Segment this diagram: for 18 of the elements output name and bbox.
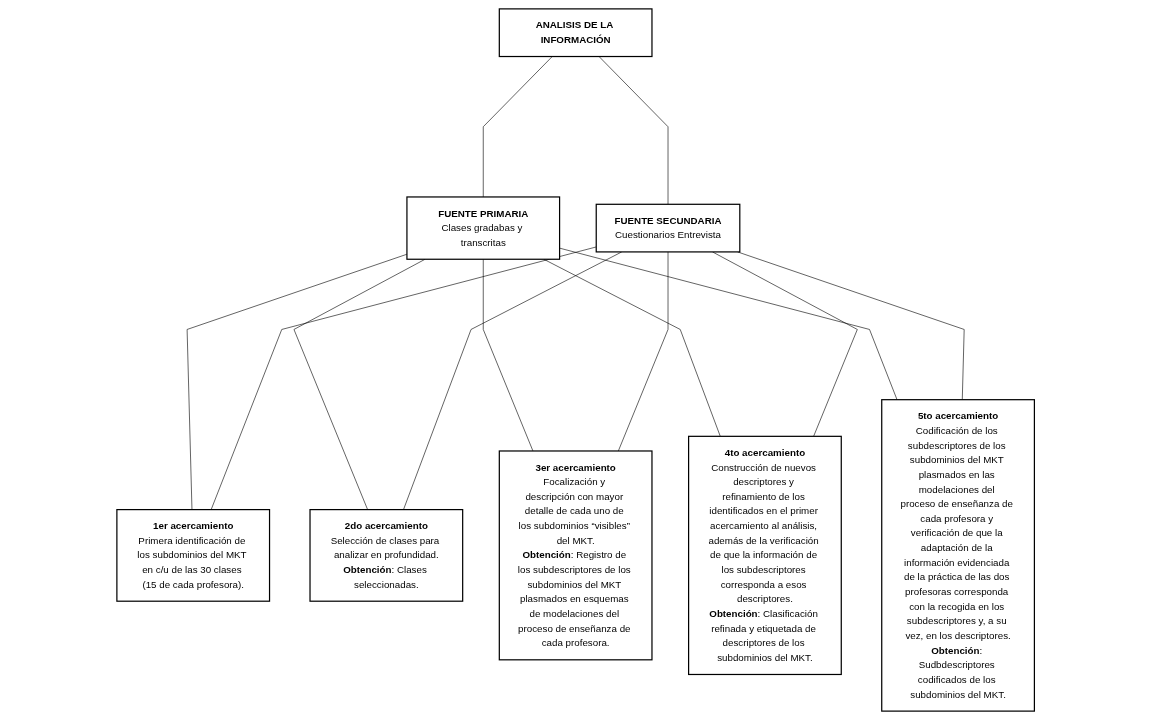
connector [293,258,426,510]
node-box: 5to acercamiento Codificación de los subdescriptores de los subdominios del MKT plasmados en las modelaciones del proceso de enseñanza de cada profesora y verificación de que la adaptación de la información evidenciada de la práctica de las dos profesoras corresponda con la recogida en los subdescriptores y, a su vez, en los descriptores. Obtención: Sudbdescriptores codificados de los subdominios del MKT. [881,399,1035,712]
connector [617,251,669,452]
connector [403,251,622,510]
node-box: FUENTE SECUNDARIA Cuestionarios Entrevista [595,203,741,253]
node-box: 2do acercamiento Selección de clases para analizar en profundidad. Obtención: Clases seleccionadas. [309,509,464,602]
connector [210,246,597,510]
node-box: 4to acercamiento Construcción de nuevos descriptores y refinamiento de los identificados en el primer acercamiento al análisis, además de la verificación de que la información de los subdescriptores corresponda a esos descriptores. Obtención: Clasificación refinada y etiquetada de descriptores de los subdominios del MKT. [687,435,842,676]
connector [737,251,965,400]
node-box: 3er acercamiento Focalización y descripción con mayor detalle de cada uno de los subdominios “visibles” del MKT. Obtención: Registro de los subdescriptores de los subdominios del MKT plasmados en esquemas de modelaciones del proceso de enseñanza de cada profesora. [498,450,653,661]
connector [598,56,669,205]
connector [482,258,534,452]
node-box: 1er acercamiento Primera identificación de los subdominios del MKT en c/u de las 30 clases (15 de cada profesora). [116,509,270,602]
connector [559,247,898,400]
node-box: ANALISIS DE LA INFORMACIÓN [498,8,653,58]
node-box: FUENTE PRIMARIA Clases gradabas y transcritas [406,196,561,260]
connector [712,251,858,437]
connector [482,56,553,198]
